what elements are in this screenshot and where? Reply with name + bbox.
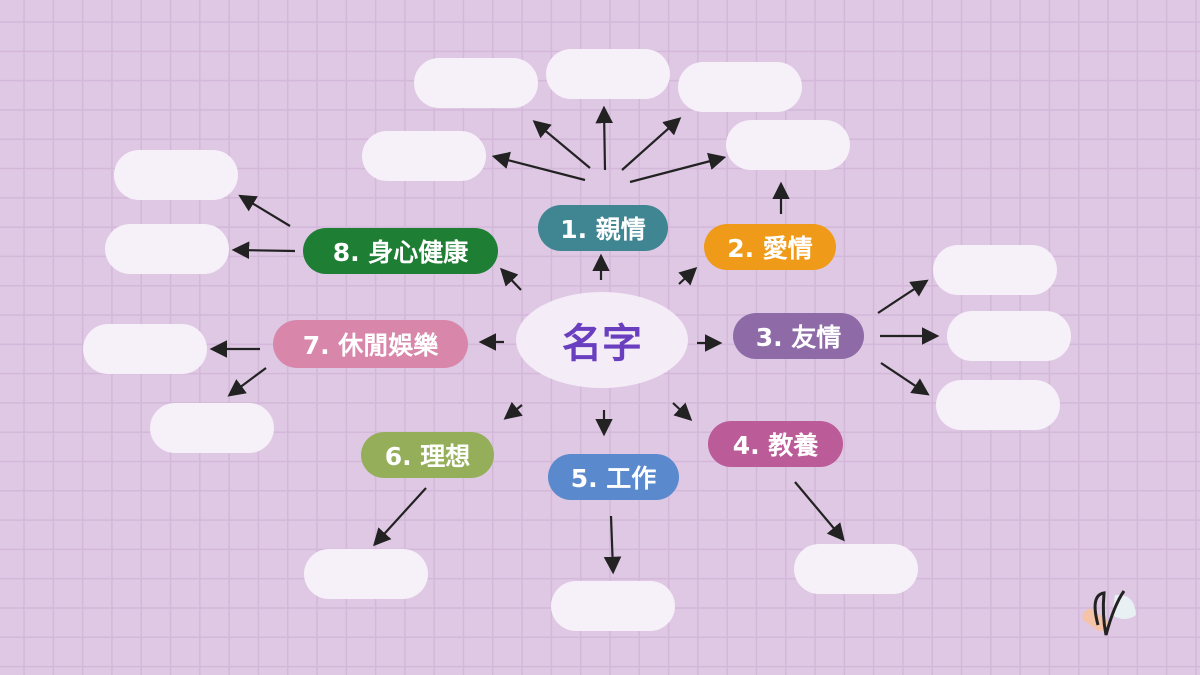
category-family: 1. 親情 xyxy=(538,205,668,251)
category-label: 8. 身心健康 xyxy=(332,238,469,267)
arrow xyxy=(621,117,682,171)
empty-text-box xyxy=(362,131,486,181)
empty-text-box xyxy=(726,120,850,170)
category-friendship: 3. 友情 xyxy=(733,313,864,359)
empty-text-box xyxy=(114,150,238,200)
arrow xyxy=(629,152,727,184)
arrow xyxy=(880,362,930,396)
empty-text-box xyxy=(551,581,675,631)
arrow xyxy=(603,515,622,575)
arrow xyxy=(238,194,291,227)
arrow xyxy=(491,151,586,182)
category-label: 3. 友情 xyxy=(755,323,842,352)
arrow xyxy=(231,241,296,260)
center-node: 名字 xyxy=(516,292,688,388)
category-label: 5. 工作 xyxy=(570,464,657,493)
empty-text-box xyxy=(414,58,538,108)
arrow xyxy=(503,401,523,420)
category-label: 4. 教養 xyxy=(732,431,819,460)
category-label: 6. 理想 xyxy=(384,442,471,471)
category-health: 8. 身心健康 xyxy=(303,228,498,274)
category-label: 1. 親情 xyxy=(560,215,646,244)
empty-text-box xyxy=(304,549,428,599)
empty-text-box xyxy=(794,544,918,594)
empty-text-box xyxy=(947,311,1071,361)
empty-text-box xyxy=(150,403,274,453)
category-ideal: 6. 理想 xyxy=(361,432,494,478)
arrow xyxy=(373,487,427,547)
center-label: 名字 xyxy=(562,321,642,367)
arrow xyxy=(672,402,693,422)
category-label: 7. 休閒娛樂 xyxy=(302,331,439,360)
empty-text-box xyxy=(936,380,1060,430)
empty-text-box xyxy=(678,62,802,112)
category-work: 5. 工作 xyxy=(548,454,679,500)
arrow xyxy=(227,367,267,397)
empty-text-box xyxy=(546,49,670,99)
arrow xyxy=(794,481,845,542)
arrow xyxy=(499,267,522,291)
category-label: 2. 愛情 xyxy=(727,234,813,263)
arrow xyxy=(532,120,591,169)
category-leisure: 7. 休閒娛樂 xyxy=(273,320,468,368)
arrow xyxy=(678,266,698,286)
empty-text-box xyxy=(933,245,1057,295)
arrow xyxy=(877,279,929,314)
arrow xyxy=(595,105,614,171)
category-education: 4. 教養 xyxy=(708,421,843,467)
vicky-life-logo xyxy=(1080,585,1150,655)
category-love: 2. 愛情 xyxy=(704,224,836,270)
empty-text-box xyxy=(105,224,229,274)
empty-text-box xyxy=(83,324,207,374)
